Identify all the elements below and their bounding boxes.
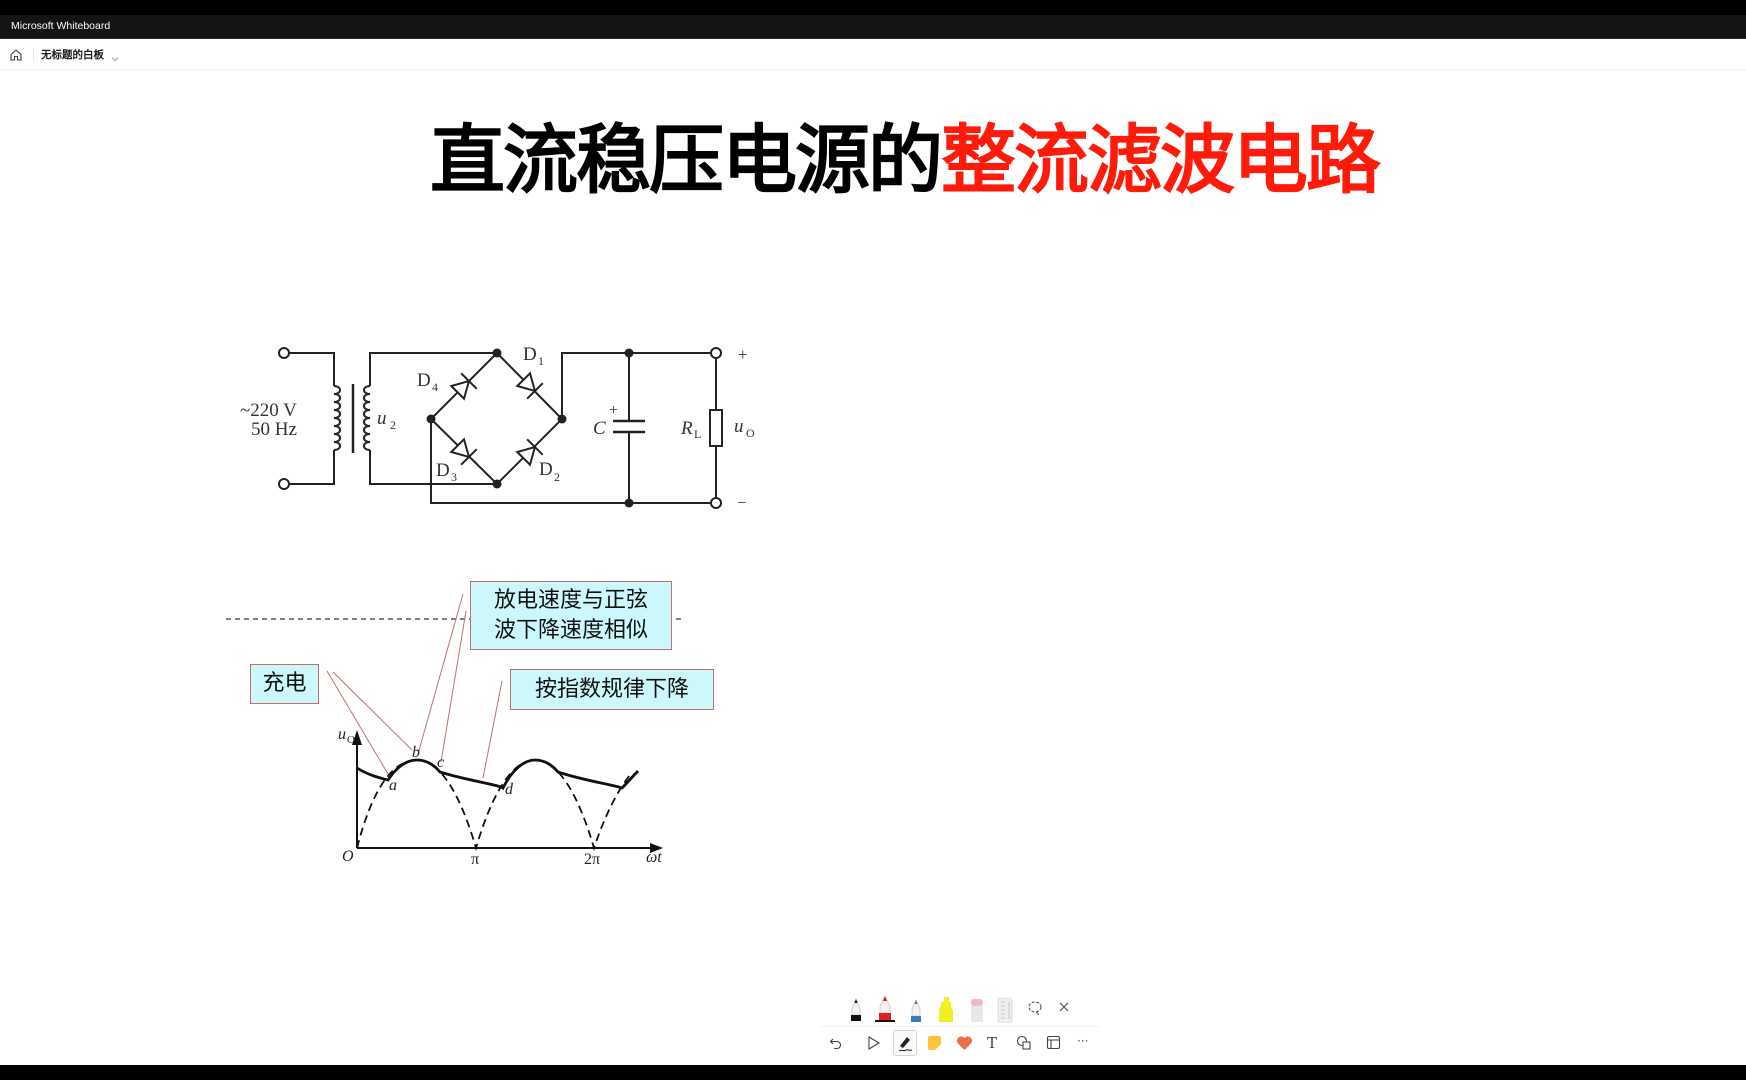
board-header: 无标题的白板 [0,39,1746,70]
tick-pi: π [471,851,479,868]
output-minus: − [737,493,747,512]
sticky-note-icon[interactable] [926,1035,942,1051]
ruler-icon[interactable] [996,997,1014,1023]
close-icon[interactable] [1058,1001,1070,1013]
load-sub: L [694,427,701,441]
point-d: d [505,781,514,798]
callout-discharge: 放电速度与正弦 波下降速度相似 [470,581,672,650]
screen-top-edge [0,0,1746,15]
output-sub: O [746,426,755,440]
diode-d4-label: D [417,370,431,391]
shapes-icon[interactable] [1016,1035,1032,1051]
undo-icon[interactable] [829,1036,843,1050]
select-icon[interactable] [867,1035,881,1051]
diode-d3-sub: 3 [451,470,457,484]
diode-symbols [449,371,544,467]
whiteboard-canvas[interactable] [0,70,1746,1065]
secondary-voltage-label: u [377,408,387,429]
diode-d1-label: D [523,344,537,365]
junction-dots [426,348,634,508]
source-voltage-label: ~220 V [240,400,297,421]
diode-d2-label: D [539,459,553,480]
source-frequency-label: 50 Hz [251,419,297,440]
diode-d4-sub: 4 [432,380,438,394]
header-divider [33,48,34,61]
title-red-part: 整流滤波电路 [941,116,1381,204]
callout-discharge-line1: 放电速度与正弦 [493,588,648,613]
point-c: c [437,754,444,771]
highlighter-icon[interactable] [936,996,956,1023]
heart-reaction-icon[interactable] [956,1035,973,1051]
chevron-down-icon[interactable] [110,49,120,62]
diode-d3-label: D [436,460,450,481]
output-plus: + [738,345,748,364]
point-b: b [412,744,420,761]
board-name[interactable]: 无标题的白板 [41,49,104,61]
window-titlebar: Microsoft Whiteboard [0,15,1746,39]
app-title: Microsoft Whiteboard [11,20,111,32]
waveform-labels: u O O π 2π ωt a b c d [338,726,662,868]
eraser-icon[interactable] [969,997,985,1023]
callout-charging: 充电 [250,664,319,704]
diode-d2-sub: 2 [554,470,560,484]
callout-leaders [326,593,503,779]
ink-tool-icon[interactable] [893,1030,917,1056]
point-a: a [389,777,397,794]
secondary-sub: 2 [390,418,396,432]
x-axis-label: ωt [646,849,662,866]
output-voltage-label: u [734,416,744,437]
title-black-part: 直流稳压电源的 [430,116,943,204]
capacitor-polarity: + [609,402,618,419]
ink-toolbar: T ··· [820,990,1100,1060]
callout-exponential-decay: 按指数规律下降 [510,669,714,710]
black-pen-icon[interactable] [849,998,863,1022]
callout-discharge-line2: 波下降速度相似 [493,618,648,643]
templates-icon[interactable] [1046,1035,1061,1050]
origin-label: O [342,848,354,865]
more-options-icon[interactable]: ··· [1077,1034,1089,1048]
diode-d1-sub: 1 [538,354,544,368]
pen-tray [820,990,1100,1027]
y-axis-label: u [338,726,346,743]
text-tool-icon[interactable]: T [987,1034,998,1052]
output-waveform [352,730,663,853]
home-icon[interactable] [9,47,23,61]
lasso-icon[interactable] [1027,1000,1043,1016]
tick-2pi: 2π [584,851,600,868]
capacitor-label: C [593,418,606,439]
y-axis-sub: O [347,734,355,746]
slide-title: 直流稳压电源的整流滤波电路 [430,115,1381,205]
load-label: R [680,418,693,439]
screen-bottom-edge [0,1065,1746,1080]
red-pen-icon[interactable] [874,995,896,1023]
blue-pen-icon[interactable] [909,999,923,1023]
